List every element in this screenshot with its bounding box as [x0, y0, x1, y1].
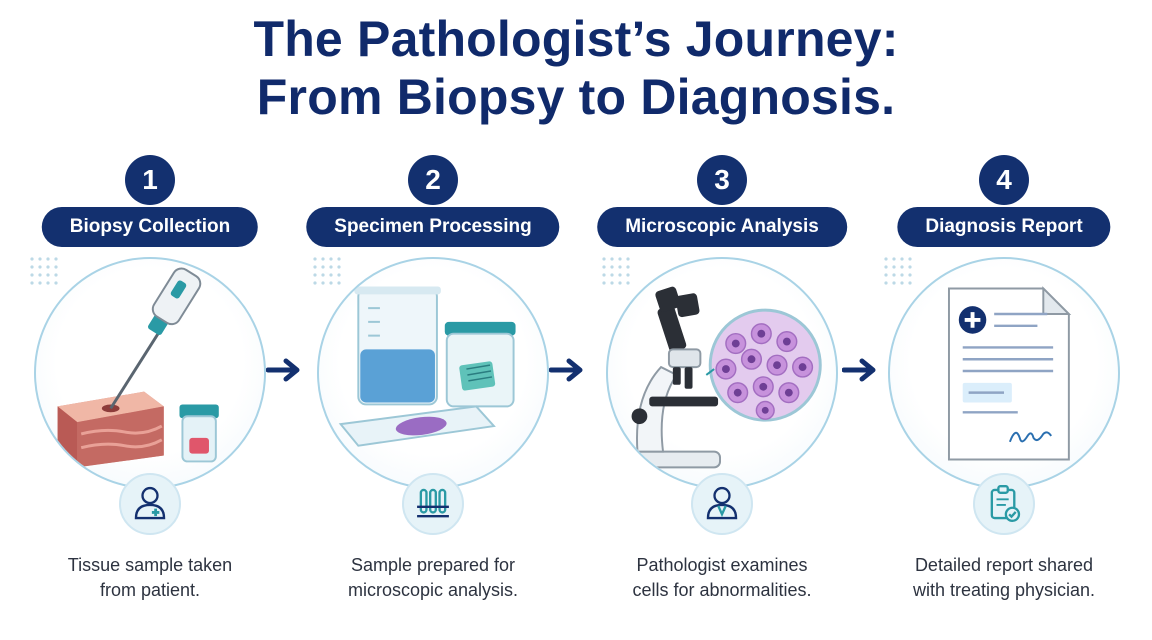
arrow-right-icon: [266, 356, 306, 384]
step-number: 1: [125, 155, 175, 205]
decorative-dots-icon: [882, 255, 922, 295]
pathologist-icon: [691, 473, 753, 535]
step-biopsy-collection: 1 Biopsy Collection: [30, 155, 270, 625]
caption-line-1: Tissue sample taken: [67, 555, 233, 575]
patient-icon: [119, 473, 181, 535]
lab-beakers-slide-illustration: [317, 257, 549, 489]
diagnosis-report-document-illustration: [888, 257, 1120, 489]
step-label: Specimen Processing: [306, 207, 560, 247]
title-line-1: The Pathologist’s Journey:: [253, 11, 899, 67]
biopsy-needle-tissue-illustration: [34, 257, 266, 489]
decorative-dots-icon: [600, 255, 640, 295]
step-label: Microscopic Analysis: [597, 207, 847, 247]
test-tubes-icon: [402, 473, 464, 535]
step-label: Biopsy Collection: [41, 207, 259, 247]
caption-line-1: Detailed report shared: [914, 555, 1094, 575]
arrow-right-icon: [549, 356, 589, 384]
step-microscopic-analysis: 3 Microscopic Analysis: [597, 155, 847, 625]
page-title: The Pathologist’s Journey: From Biopsy t…: [0, 10, 1152, 126]
step-specimen-processing: 2 Specimen Processing: [306, 155, 560, 625]
step-number: 4: [979, 155, 1029, 205]
step-number: 3: [697, 155, 747, 205]
caption-line-1: Sample prepared for: [350, 555, 516, 575]
step-caption: Tissue sample taken from patient.: [30, 553, 270, 603]
caption-line-2: with treating physician.: [912, 580, 1096, 600]
microscope-cells-illustration: [606, 257, 838, 489]
step-label: Diagnosis Report: [897, 207, 1111, 247]
step-caption: Detailed report shared with treating phy…: [884, 553, 1124, 603]
caption-line-2: from patient.: [99, 580, 201, 600]
decorative-dots-icon: [311, 255, 351, 295]
caption-line-1: Pathologist examines: [636, 555, 808, 575]
caption-line-2: microscopic analysis.: [347, 580, 519, 600]
title-line-2: From Biopsy to Diagnosis.: [256, 69, 896, 125]
step-number: 2: [408, 155, 458, 205]
decorative-dots-icon: [28, 255, 68, 295]
clipboard-check-icon: [973, 473, 1035, 535]
arrow-right-icon: [842, 356, 882, 384]
step-diagnosis-report: 4 Diagnosis Report: [884, 155, 1124, 625]
caption-line-2: cells for abnormalities.: [632, 580, 812, 600]
step-caption: Pathologist examines cells for abnormali…: [602, 553, 842, 603]
step-caption: Sample prepared for microscopic analysis…: [313, 553, 553, 603]
